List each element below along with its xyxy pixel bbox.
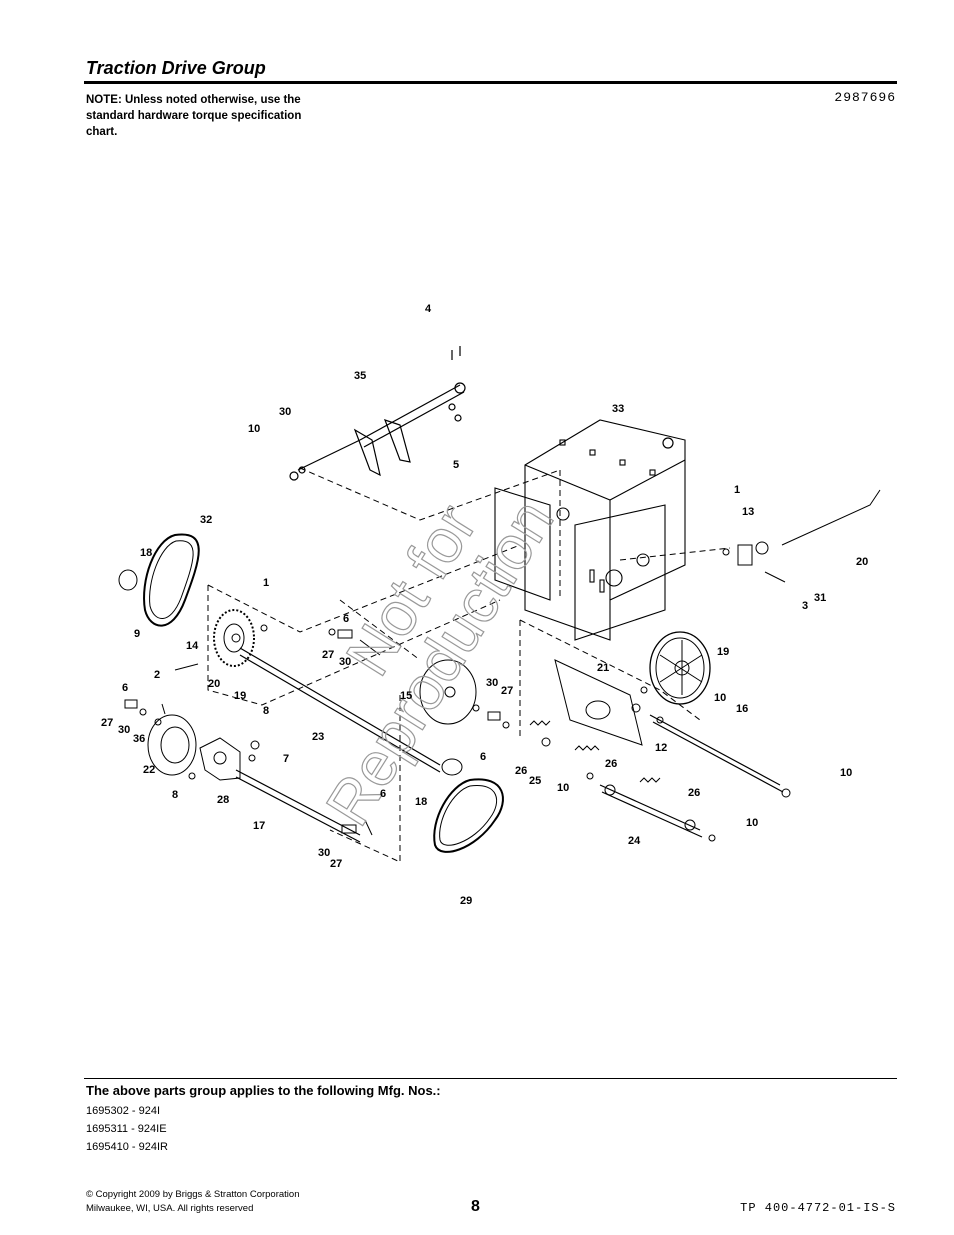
callout-label: 3 xyxy=(802,600,808,612)
callout-label: 6 xyxy=(343,613,349,625)
callout-label: 36 xyxy=(133,733,145,745)
callout-label: 17 xyxy=(253,820,265,832)
callout-label: 28 xyxy=(217,794,229,806)
page-title: Traction Drive Group xyxy=(86,58,266,78)
callout-label: 21 xyxy=(597,662,609,674)
callout-label: 7 xyxy=(283,753,289,765)
callout-label: 13 xyxy=(742,506,754,518)
callout-label: 30 xyxy=(486,677,498,689)
mfg-number: 1695311 - 924IE xyxy=(86,1123,167,1135)
callout-label: 10 xyxy=(714,692,726,704)
mfg-number: 1695410 - 924IR xyxy=(86,1141,168,1153)
callout-label: 27 xyxy=(322,649,334,661)
page-number: 8 xyxy=(471,1198,480,1215)
callout-label: 19 xyxy=(717,646,729,658)
copyright-line: © Copyright 2009 by Briggs & Stratton Co… xyxy=(86,1189,300,1200)
callout-label: 26 xyxy=(515,765,527,777)
callout-label: 15 xyxy=(400,690,412,702)
copyright: © Copyright 2009 by Briggs & Stratton Co… xyxy=(86,1188,299,1216)
callout-label: 30 xyxy=(339,656,351,668)
callout-label: 32 xyxy=(200,514,212,526)
callout-label: 6 xyxy=(122,682,128,694)
applies-title: The above parts group applies to the fol… xyxy=(86,1083,441,1098)
callout-label: 8 xyxy=(263,705,269,717)
callout-label: 27 xyxy=(101,717,113,729)
callout-label: 31 xyxy=(814,592,826,604)
callout-label: 26 xyxy=(688,787,700,799)
document-reference: TP 400-4772-01-IS-S xyxy=(740,1201,896,1215)
callout-label: 16 xyxy=(736,703,748,715)
callout-label: 10 xyxy=(557,782,569,794)
callout-label: 8 xyxy=(172,789,178,801)
callout-label: 33 xyxy=(612,403,624,415)
callout-label: 27 xyxy=(330,858,342,870)
callout-label: 5 xyxy=(453,459,459,471)
callout-label: 23 xyxy=(312,731,324,743)
callout-label: 10 xyxy=(840,767,852,779)
callout-label: 18 xyxy=(415,796,427,808)
callout-label: 20 xyxy=(856,556,868,568)
callout-label: 18 xyxy=(140,547,152,559)
callout-label: 30 xyxy=(318,847,330,859)
callout-label: 1 xyxy=(263,577,269,589)
copyright-line: Milwaukee, WI, USA. All rights reserved xyxy=(86,1203,254,1214)
callout-label: 30 xyxy=(118,724,130,736)
callout-label: 4 xyxy=(425,303,432,315)
callout-label: 35 xyxy=(354,370,366,382)
callout-label: 10 xyxy=(746,817,758,829)
callout-label: 27 xyxy=(501,685,513,697)
callout-label: 30 xyxy=(279,406,291,418)
callout-label: 14 xyxy=(186,640,199,652)
callout-label: 29 xyxy=(460,895,472,907)
callout-label: 24 xyxy=(628,835,641,847)
mfg-number-list: 1695302 - 924I 1695311 - 924IE 1695410 -… xyxy=(86,1102,168,1156)
callout-label: 2 xyxy=(154,669,160,681)
callout-label: 22 xyxy=(143,764,155,776)
callout-label: 10 xyxy=(248,423,260,435)
torque-note: NOTE: Unless noted otherwise, use the st… xyxy=(86,94,302,138)
callout-label: 6 xyxy=(480,751,486,763)
callout-label: 6 xyxy=(380,788,386,800)
title-rule xyxy=(84,81,897,84)
callout-label: 1 xyxy=(734,484,740,496)
callout-label: 26 xyxy=(605,758,617,770)
callout-label: 20 xyxy=(208,678,220,690)
mfg-number: 1695302 - 924I xyxy=(86,1105,161,1117)
callout-label: 9 xyxy=(134,628,140,640)
applies-rule xyxy=(84,1078,897,1079)
callout-label: 12 xyxy=(655,742,667,754)
callout-label: 25 xyxy=(529,775,541,787)
drawing-number: 2987696 xyxy=(834,90,896,105)
callout-label: 19 xyxy=(234,690,246,702)
